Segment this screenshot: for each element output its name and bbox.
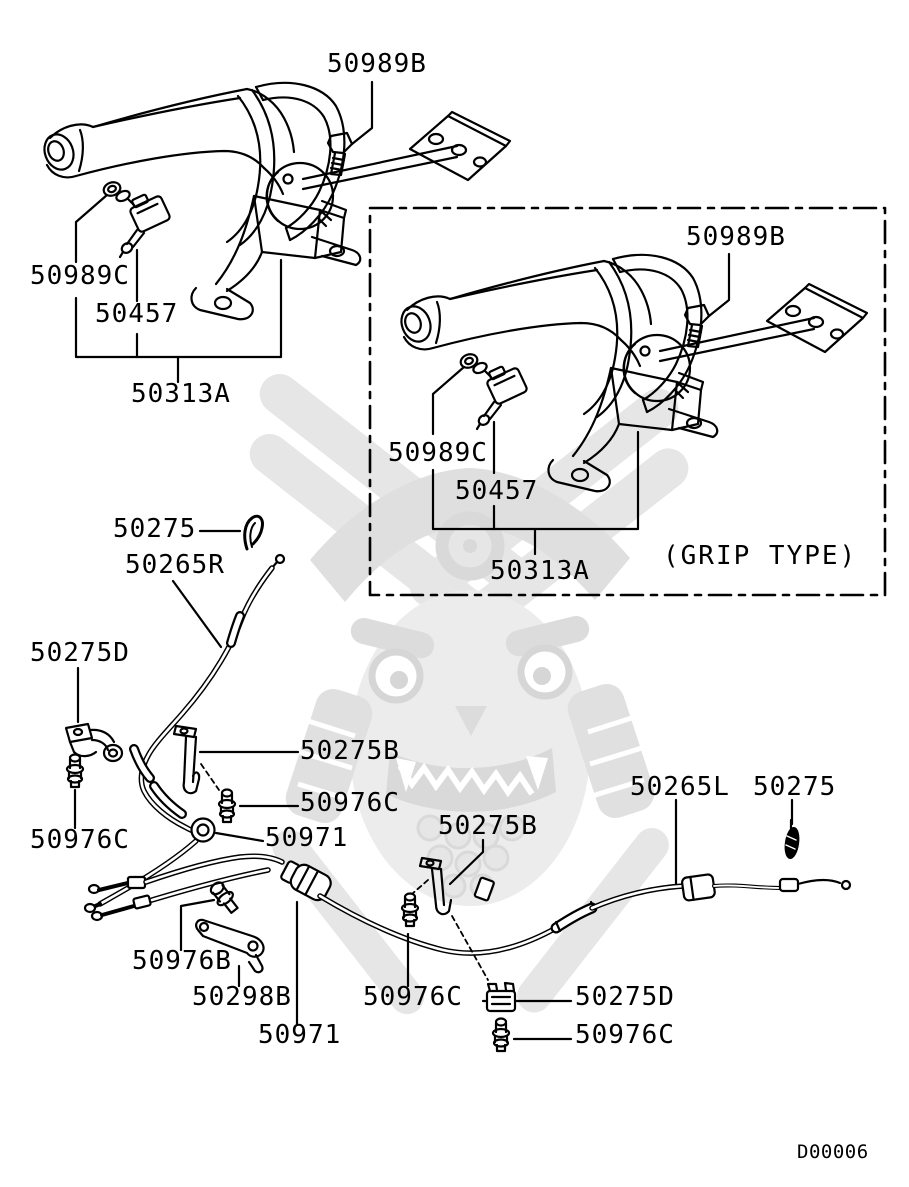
part-label-50265r: 50265R — [125, 550, 225, 580]
cable-boot — [681, 873, 716, 902]
part-label-50313a: 50313A — [490, 556, 590, 586]
part-label-50275: 50275 — [753, 772, 837, 802]
part-label-50976c: 50976C — [300, 788, 400, 818]
clamp-bracket-50275D — [64, 722, 124, 763]
part-label-50313a: 50313A — [131, 379, 231, 409]
front-cable-50265R — [83, 514, 286, 914]
grip-type-caption: (GRIP TYPE) — [663, 541, 858, 571]
part-label-50275d: 50275D — [575, 982, 675, 1012]
stud-bolt-50976C-bottom-mid — [400, 892, 420, 928]
handbrake-lever-assembly — [38, 80, 512, 384]
part-label-50989b: 50989B — [327, 49, 427, 79]
boot-50971 — [280, 860, 332, 902]
hook-50275 — [243, 514, 264, 551]
grommet-50971 — [190, 817, 216, 843]
stud-bolt-50976C-mid — [217, 788, 237, 824]
clip-50275D-rear — [481, 981, 521, 1013]
grip-type-box — [368, 206, 887, 597]
rear-cable-assembly — [87, 853, 852, 956]
diagram-code: D00006 — [797, 1141, 869, 1163]
part-label-50989b: 50989B — [686, 222, 786, 252]
spring-50275-rear — [784, 818, 800, 859]
stud-bolt-50976C-bottom-right — [491, 1017, 511, 1053]
part-label-50989c: 50989C — [388, 438, 488, 468]
leader-lines — [73, 529, 794, 1041]
part-label-50457: 50457 — [455, 476, 539, 506]
stud-bolt-50976C-left — [65, 753, 85, 789]
part-label-50976c: 50976C — [363, 982, 463, 1012]
part-label-50989c: 50989C — [30, 261, 130, 291]
bolt-50976B — [209, 881, 239, 914]
watermark-samurai-mask — [249, 373, 689, 1015]
stay-bracket-50275B-rear — [411, 856, 495, 981]
part-label-50971: 50971 — [265, 823, 349, 853]
part-label-50976b: 50976B — [132, 946, 232, 976]
part-label-50976c: 50976C — [575, 1020, 675, 1050]
part-label-50275b: 50275B — [300, 736, 400, 766]
part-label-50275b: 50275B — [438, 811, 538, 841]
stay-bracket-50275B-front — [172, 724, 220, 795]
part-label-50265l: 50265L — [630, 772, 730, 802]
part-label-50275: 50275 — [113, 514, 197, 544]
part-label-50275d: 50275D — [30, 638, 130, 668]
link-50298B — [195, 918, 265, 974]
part-label-50976c: 50976C — [30, 825, 130, 855]
part-label-50457: 50457 — [95, 299, 179, 329]
part-label-50971: 50971 — [258, 1020, 342, 1050]
part-label-50298b: 50298B — [192, 982, 292, 1012]
